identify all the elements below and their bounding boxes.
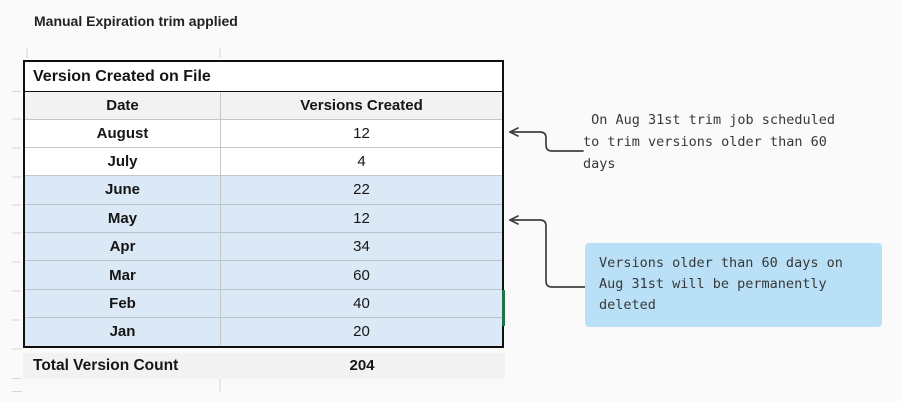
date-cell[interactable]: Mar (25, 261, 221, 289)
note-trim-job: On Aug 31st trim job scheduled to trim v… (583, 112, 835, 172)
versions-table: Version Created on File Date Versions Cr… (23, 60, 504, 348)
arrow-may-icon (509, 215, 586, 288)
table-row-mar[interactable]: Mar 60 (25, 261, 502, 290)
date-cell[interactable]: Feb (25, 289, 221, 318)
versions-cell[interactable]: 12 (353, 209, 370, 227)
date-cell[interactable]: July (25, 147, 221, 176)
table-row-june[interactable]: June 22 (25, 176, 502, 205)
versions-cell[interactable]: 20 (353, 323, 370, 341)
table-row-apr[interactable]: Apr 34 (25, 233, 502, 262)
date-cell[interactable]: Apr (25, 233, 221, 261)
header-cell-versions-created[interactable]: Versions Created (300, 96, 423, 114)
table-row-august[interactable]: August 12 (25, 119, 502, 148)
note-permanent-delete: Versions older than 60 days on Aug 31st … (585, 243, 882, 327)
date-cell[interactable]: Jan (25, 318, 221, 346)
active-cell-indicator (502, 290, 505, 326)
table-row-may[interactable]: May 12 (25, 204, 502, 234)
versions-cell[interactable]: 4 (357, 153, 366, 171)
total-value-cell[interactable]: 204 (349, 357, 375, 374)
arrow-august-icon (509, 127, 584, 152)
page-title: Manual Expiration trim applied (34, 13, 238, 29)
versions-cell[interactable]: 22 (353, 181, 370, 199)
table-row-jan[interactable]: Jan 20 (25, 318, 502, 346)
versions-cell[interactable]: 34 (353, 238, 370, 256)
table-total-row: Total Version Count 204 (23, 352, 505, 379)
versions-cell[interactable]: 60 (353, 266, 370, 284)
table-header-row: Date Versions Created (25, 92, 502, 120)
table-row-feb[interactable]: Feb 40 (25, 289, 502, 319)
table-title-cell[interactable]: Version Created on File (25, 62, 502, 92)
total-label-cell[interactable]: Total Version Count (33, 356, 179, 374)
versions-cell[interactable]: 12 (353, 124, 370, 142)
table-row-july[interactable]: July 4 (25, 147, 502, 177)
date-cell[interactable]: May (25, 204, 221, 233)
versions-cell[interactable]: 40 (353, 295, 370, 313)
date-cell[interactable]: August (25, 119, 221, 147)
date-cell[interactable]: June (25, 176, 221, 204)
header-cell-date[interactable]: Date (25, 92, 221, 119)
